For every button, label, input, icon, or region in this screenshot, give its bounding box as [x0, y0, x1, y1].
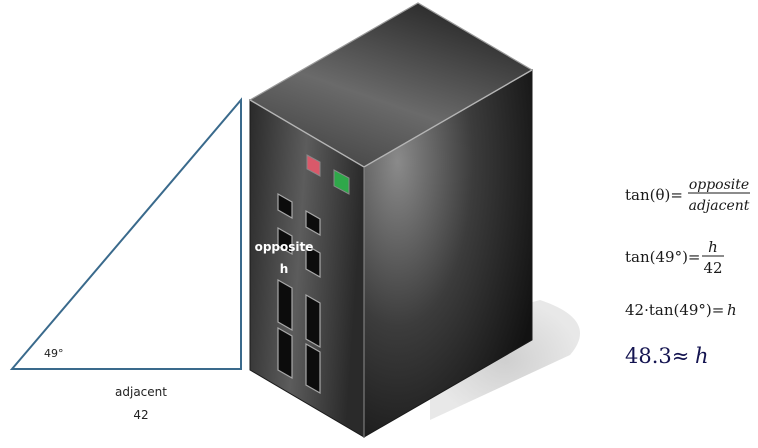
adjacent-value: 42 — [133, 408, 148, 422]
server-led-red — [306, 154, 321, 177]
drive-slot — [277, 192, 293, 220]
drive-slot — [277, 326, 293, 380]
result-variable: h — [695, 344, 709, 368]
equation-2-denominator: 42 — [703, 259, 722, 277]
drive-slot — [305, 293, 321, 349]
opposite-label: opposite — [255, 240, 314, 254]
right-triangle — [9, 97, 242, 370]
equations-panel: tan(θ)= opposite adjacent tan(49°)= h 42… — [625, 177, 750, 368]
drive-slot — [305, 243, 321, 279]
server-drive-slots — [277, 192, 321, 395]
adjacent-label: adjacent — [115, 385, 167, 399]
angle-label: 49° — [44, 347, 64, 360]
equation-1-denominator: adjacent — [689, 198, 750, 214]
equation-3-rhs: h — [727, 301, 737, 319]
server-led-green — [333, 169, 350, 195]
result-value: 48.3≈ — [625, 344, 689, 368]
drive-slot — [305, 342, 321, 395]
drive-slot — [305, 209, 321, 237]
equation-1-lhs: tan(θ)= — [625, 186, 683, 204]
server-tower: opposite h — [248, 2, 534, 438]
drive-slot — [277, 278, 293, 332]
equation-2-numerator: h — [708, 238, 718, 256]
drive-slot — [277, 226, 293, 256]
equation-2-lhs: tan(49°)= — [625, 248, 701, 266]
height-variable-label: h — [280, 262, 289, 276]
equation-3-lhs: 42·tan(49°)= — [625, 301, 724, 319]
equation-1-numerator: opposite — [689, 177, 749, 193]
